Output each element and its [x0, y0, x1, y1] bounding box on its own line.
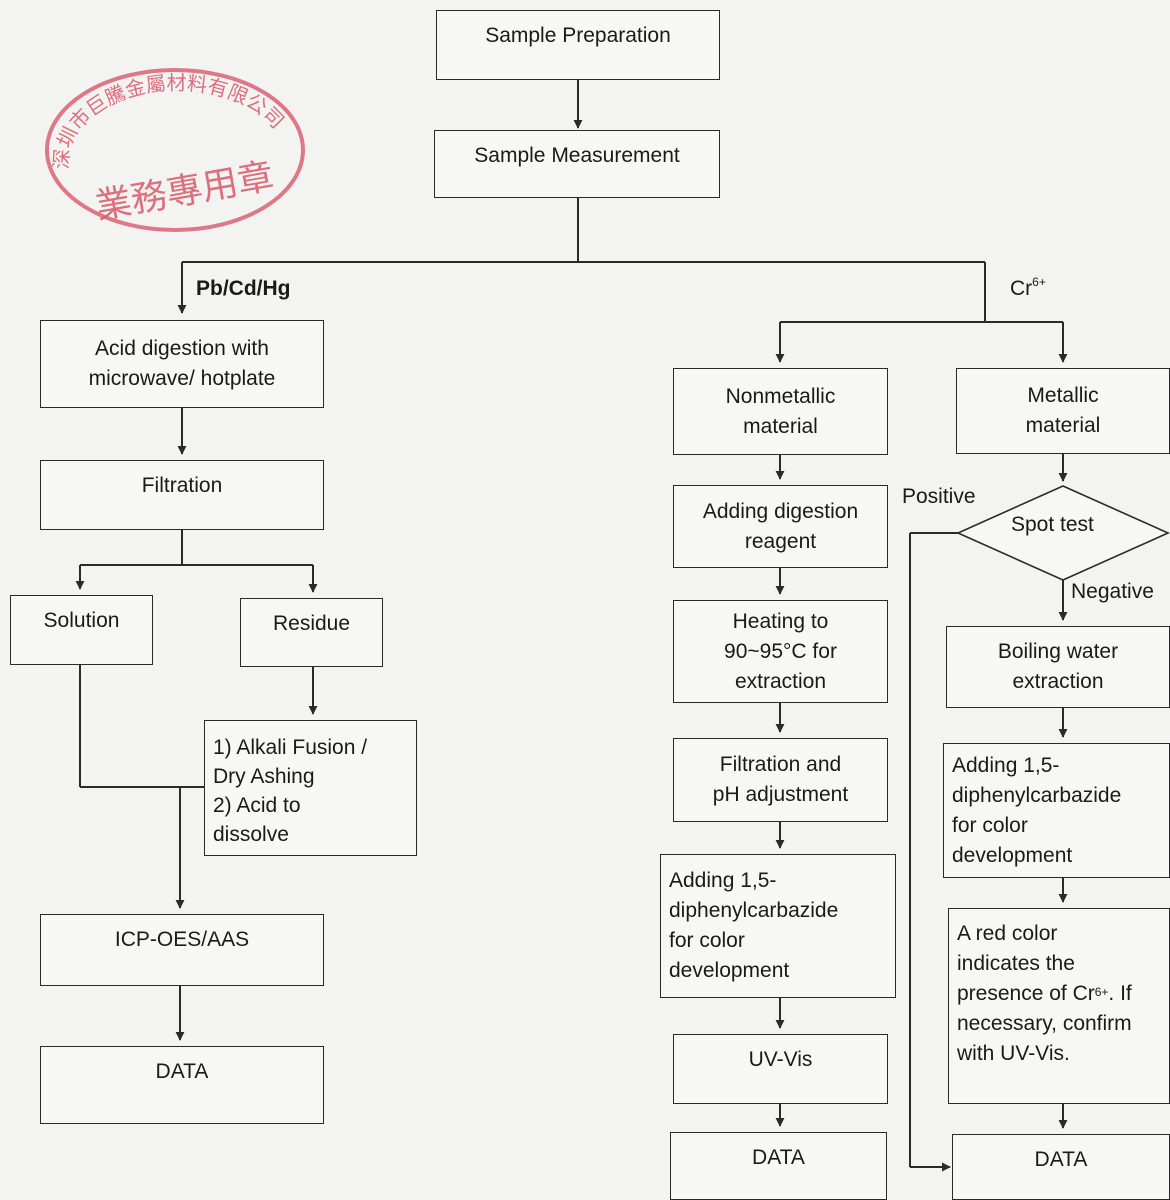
acid-digestion-box: Acid digestion with microwave/ hotplate	[40, 320, 324, 408]
positive-label: Positive	[902, 485, 976, 508]
filtration-box: Filtration	[40, 460, 324, 530]
adding-diphenylcarbazide-right-box: Adding 1,5- diphenylcarbazide for color …	[943, 743, 1170, 878]
uv-vis-box: UV-Vis	[673, 1034, 888, 1104]
alkali-fusion-box: 1) Alkali Fusion / Dry Ashing 2) Acid to…	[204, 720, 417, 856]
pb-cd-hg-label: Pb/Cd/Hg	[196, 277, 291, 300]
company-seal-stamp: 深圳市巨騰金屬材料有限公司 業務專用章	[45, 68, 305, 232]
boiling-water-extraction-box: Boiling water extraction	[946, 626, 1170, 708]
residue-box: Residue	[240, 598, 383, 667]
icp-oes-aas-box: ICP-OES/AAS	[40, 914, 324, 986]
sample-measurement-box: Sample Measurement	[434, 130, 720, 198]
data-middle-box: DATA	[670, 1132, 887, 1200]
heating-box: Heating to 90~95°C for extraction	[673, 600, 888, 703]
solution-box: Solution	[10, 595, 153, 665]
spot-test-label: Spot test	[1011, 513, 1094, 536]
red-color-note-box: A red color indicates the presence of Cr…	[948, 908, 1170, 1104]
metallic-material-box: Metallic material	[956, 368, 1170, 454]
spot-test-diamond	[956, 485, 1170, 581]
filtration-ph-box: Filtration and pH adjustment	[673, 738, 888, 822]
nonmetallic-material-box: Nonmetallic material	[673, 368, 888, 455]
cr6-label: Cr6+	[1010, 275, 1046, 300]
adding-digestion-reagent-box: Adding digestion reagent	[673, 485, 888, 568]
data-left-box: DATA	[40, 1046, 324, 1124]
negative-label: Negative	[1071, 580, 1154, 603]
sample-preparation-box: Sample Preparation	[436, 10, 720, 80]
adding-diphenylcarbazide-left-box: Adding 1,5- diphenylcarbazide for color …	[660, 854, 896, 998]
data-right-box: DATA	[952, 1134, 1170, 1200]
